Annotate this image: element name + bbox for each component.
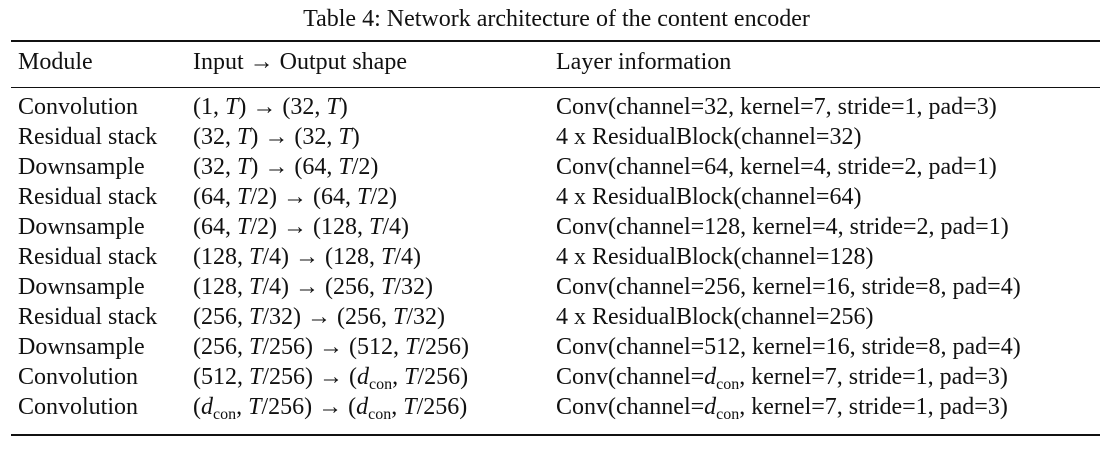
table-row: Residual stack (32, T) → (32, T) 4 x Res… (0, 122, 1113, 152)
bottom-rule (11, 434, 1100, 436)
table-row: Convolution (1, T) → (32, T) Conv(channe… (0, 92, 1113, 122)
top-rule (11, 40, 1100, 42)
module-cell: Downsample (18, 274, 145, 300)
table-row: Convolution (512, T/256) → (dcon, T/256)… (0, 362, 1113, 393)
header-shape: Input → Output shape (193, 49, 407, 75)
module-cell: Convolution (18, 94, 139, 120)
layer-cell: Conv(channel=32, kernel=7, stride=1, pad… (556, 94, 997, 120)
table-row: Residual stack (128, T/4) → (128, T/4) 4… (0, 242, 1113, 272)
layer-cell: Conv(channel=dcon, kernel=7, stride=1, p… (556, 364, 1008, 393)
module-cell: Residual stack (18, 304, 158, 330)
layer-cell: 4 x ResidualBlock(channel=256) (556, 304, 874, 330)
shape-cell: (64, T/2) → (64, T/2) (193, 184, 398, 210)
table-row: Downsample (128, T/4) → (256, T/32) Conv… (0, 272, 1113, 302)
shape-cell: (128, T/4) → (128, T/4) (193, 244, 422, 270)
shape-cell: (64, T/2) → (128, T/4) (193, 214, 410, 240)
shape-cell: (32, T) → (32, T) (193, 124, 360, 150)
shape-cell: (32, T) → (64, T/2) (193, 154, 379, 180)
layer-cell: 4 x ResidualBlock(channel=64) (556, 184, 862, 210)
module-cell: Downsample (18, 334, 145, 360)
shape-cell: (512, T/256) → (dcon, T/256) (193, 364, 469, 393)
table-header: Module Input → Output shape Layer inform… (0, 47, 1113, 77)
header-layer-info: Layer information (556, 49, 732, 75)
module-cell: Convolution (18, 394, 139, 420)
table-row: Residual stack (64, T/2) → (64, T/2) 4 x… (0, 182, 1113, 212)
layer-cell: Conv(channel=256, kernel=16, stride=8, p… (556, 274, 1021, 300)
layer-cell: Conv(channel=dcon, kernel=7, stride=1, p… (556, 394, 1008, 423)
header-rule (11, 87, 1100, 88)
module-cell: Residual stack (18, 124, 158, 150)
table-caption: Table 4: Network architecture of the con… (303, 6, 810, 32)
layer-cell: Conv(channel=64, kernel=4, stride=2, pad… (556, 154, 997, 180)
table-row: Downsample (256, T/256) → (512, T/256) C… (0, 332, 1113, 362)
layer-cell: 4 x ResidualBlock(channel=128) (556, 244, 874, 270)
table-row: Residual stack (256, T/32) → (256, T/32)… (0, 302, 1113, 332)
module-cell: Residual stack (18, 244, 158, 270)
table-row: Convolution (dcon, T/256) → (dcon, T/256… (0, 392, 1113, 423)
module-cell: Downsample (18, 154, 145, 180)
shape-cell: (256, T/32) → (256, T/32) (193, 304, 446, 330)
shape-cell: (128, T/4) → (256, T/32) (193, 274, 434, 300)
layer-cell: Conv(channel=512, kernel=16, stride=8, p… (556, 334, 1021, 360)
module-cell: Convolution (18, 364, 139, 390)
table-body: Convolution (1, T) → (32, T) Conv(channe… (0, 92, 1113, 423)
shape-cell: (256, T/256) → (512, T/256) (193, 334, 470, 360)
shape-cell: (dcon, T/256) → (dcon, T/256) (193, 394, 468, 423)
table-row: Downsample (32, T) → (64, T/2) Conv(chan… (0, 152, 1113, 182)
shape-cell: (1, T) → (32, T) (193, 94, 348, 120)
module-cell: Residual stack (18, 184, 158, 210)
header-module: Module (18, 49, 93, 75)
module-cell: Downsample (18, 214, 145, 240)
table-row: Downsample (64, T/2) → (128, T/4) Conv(c… (0, 212, 1113, 242)
layer-cell: Conv(channel=128, kernel=4, stride=2, pa… (556, 214, 1009, 240)
layer-cell: 4 x ResidualBlock(channel=32) (556, 124, 862, 150)
